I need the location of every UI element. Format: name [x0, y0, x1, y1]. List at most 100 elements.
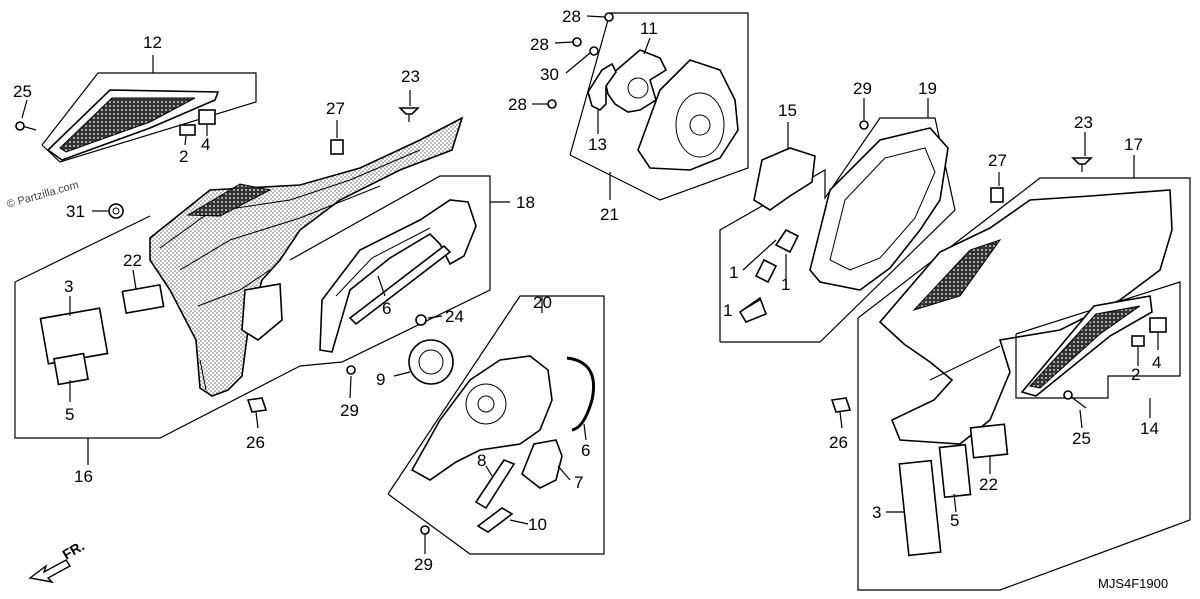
callout-22-right: 22 [979, 475, 998, 494]
group-12-outline [41, 55, 257, 163]
front-direction-arrow: FR. [28, 537, 88, 584]
callout-2-upper: 2 [179, 147, 188, 166]
gasket-13[interactable] [587, 62, 617, 111]
screw-23-left[interactable] [398, 90, 420, 122]
callout-16: 16 [74, 467, 93, 486]
bolt-24[interactable] [415, 314, 427, 326]
callout-10: 10 [528, 515, 547, 534]
callout-8: 8 [477, 451, 486, 470]
screw-29-center[interactable] [346, 365, 356, 375]
meter-panel-19[interactable] [809, 127, 949, 291]
clip-2-upper[interactable] [179, 124, 196, 136]
meter-cover-20[interactable] [410, 355, 553, 481]
callout-9: 9 [376, 370, 385, 389]
callout-29-right: 29 [853, 79, 872, 98]
callout-1-b: 1 [781, 275, 790, 294]
leader-lines [21, 15, 1159, 554]
callout-labels: 25 12 2 4 31 22 3 5 16 27 23 18 6 24 9 2… [13, 7, 1161, 574]
bracket-7[interactable] [521, 439, 563, 489]
group-14-outline [1015, 281, 1181, 418]
grommet-31[interactable] [108, 203, 124, 219]
screw-29-bottom[interactable] [420, 525, 430, 535]
callout-3-left: 3 [64, 277, 73, 296]
group-20-outline [387, 295, 605, 555]
callout-24: 24 [445, 307, 464, 326]
callout-25-left: 25 [13, 82, 32, 101]
callout-13: 13 [588, 135, 607, 154]
callout-21: 21 [600, 205, 619, 224]
bracket-11[interactable] [604, 49, 668, 113]
side-cowl-left[interactable] [149, 116, 464, 397]
callout-6-left: 6 [382, 299, 391, 318]
clip-4-upper[interactable] [198, 109, 216, 125]
callout-22-left: 22 [123, 251, 142, 270]
callout-15: 15 [778, 101, 797, 120]
strip-1-b[interactable] [754, 258, 778, 284]
svg-text:FR.: FR. [60, 537, 88, 562]
side-cowl-right[interactable] [878, 189, 1173, 445]
pad-5-left[interactable] [53, 352, 89, 386]
pad-22-left[interactable] [121, 283, 165, 315]
callout-4-lower: 4 [1152, 353, 1161, 372]
pad-3-right[interactable] [898, 459, 942, 557]
callout-1-a: 1 [729, 263, 738, 282]
meter-housing-21[interactable] [637, 59, 739, 171]
pad-5-right[interactable] [938, 443, 972, 499]
clip-26-left[interactable] [246, 397, 268, 413]
screw-28-top[interactable] [604, 12, 614, 22]
screw-28-mid[interactable] [572, 37, 582, 47]
callout-26-left: 26 [246, 433, 265, 452]
callout-4-upper: 4 [201, 135, 210, 154]
rivet-27-left[interactable] [330, 120, 344, 155]
screw-29-right[interactable] [859, 120, 869, 130]
callout-20: 20 [533, 293, 552, 312]
callout-14: 14 [1140, 419, 1159, 438]
bolt-25-right[interactable] [1063, 390, 1087, 409]
strip-1-c[interactable] [738, 296, 768, 323]
clip-4-lower[interactable] [1149, 317, 1167, 333]
inner-panel-upper-left[interactable] [46, 89, 220, 161]
clip-2-lower[interactable] [1131, 335, 1145, 347]
callout-26-right: 26 [829, 433, 848, 452]
callout-6-center: 6 [581, 441, 590, 460]
callout-5-right: 5 [950, 511, 959, 530]
cover-15[interactable] [753, 147, 816, 211]
pad-22-right[interactable] [969, 423, 1009, 459]
inner-trim-18[interactable] [319, 199, 477, 353]
callout-19: 19 [918, 79, 937, 98]
pad-8[interactable] [474, 459, 516, 510]
callout-28-mid: 28 [530, 35, 549, 54]
diagram-code: MJS4F1900 [1098, 576, 1168, 591]
bolt-25-left[interactable] [15, 121, 37, 131]
callout-11: 11 [640, 19, 658, 38]
callout-31: 31 [66, 202, 85, 221]
callout-28-low: 28 [508, 95, 527, 114]
callout-17: 17 [1124, 135, 1143, 154]
group-19-outline [719, 98, 956, 343]
washer-30[interactable] [589, 46, 599, 56]
screw-28-low[interactable] [547, 99, 557, 109]
callout-30: 30 [540, 65, 559, 84]
callout-7: 7 [574, 473, 583, 492]
callout-27-right: 27 [988, 151, 1007, 170]
group-21-outline [569, 12, 749, 201]
callout-18: 18 [516, 193, 535, 212]
screw-23-right[interactable] [1071, 132, 1093, 172]
callout-28-top: 28 [562, 7, 581, 26]
callout-27-left: 27 [326, 99, 345, 118]
strip-6-center[interactable] [566, 356, 596, 432]
cover-9[interactable] [408, 339, 454, 385]
pad-10[interactable] [476, 507, 514, 533]
strip-1-a[interactable] [774, 228, 800, 254]
group-16-outline [14, 215, 301, 465]
clip-26-right[interactable] [830, 397, 852, 413]
rivet-27-right[interactable] [990, 172, 1004, 203]
callout-5-left: 5 [65, 405, 74, 424]
callout-1-c: 1 [723, 301, 732, 320]
callout-29-bottom: 29 [414, 555, 433, 574]
strip-6-left[interactable] [348, 244, 452, 326]
callout-25-right: 25 [1072, 429, 1091, 448]
inner-panel-lower-right[interactable] [1020, 295, 1153, 397]
callout-29-center: 29 [340, 401, 359, 420]
